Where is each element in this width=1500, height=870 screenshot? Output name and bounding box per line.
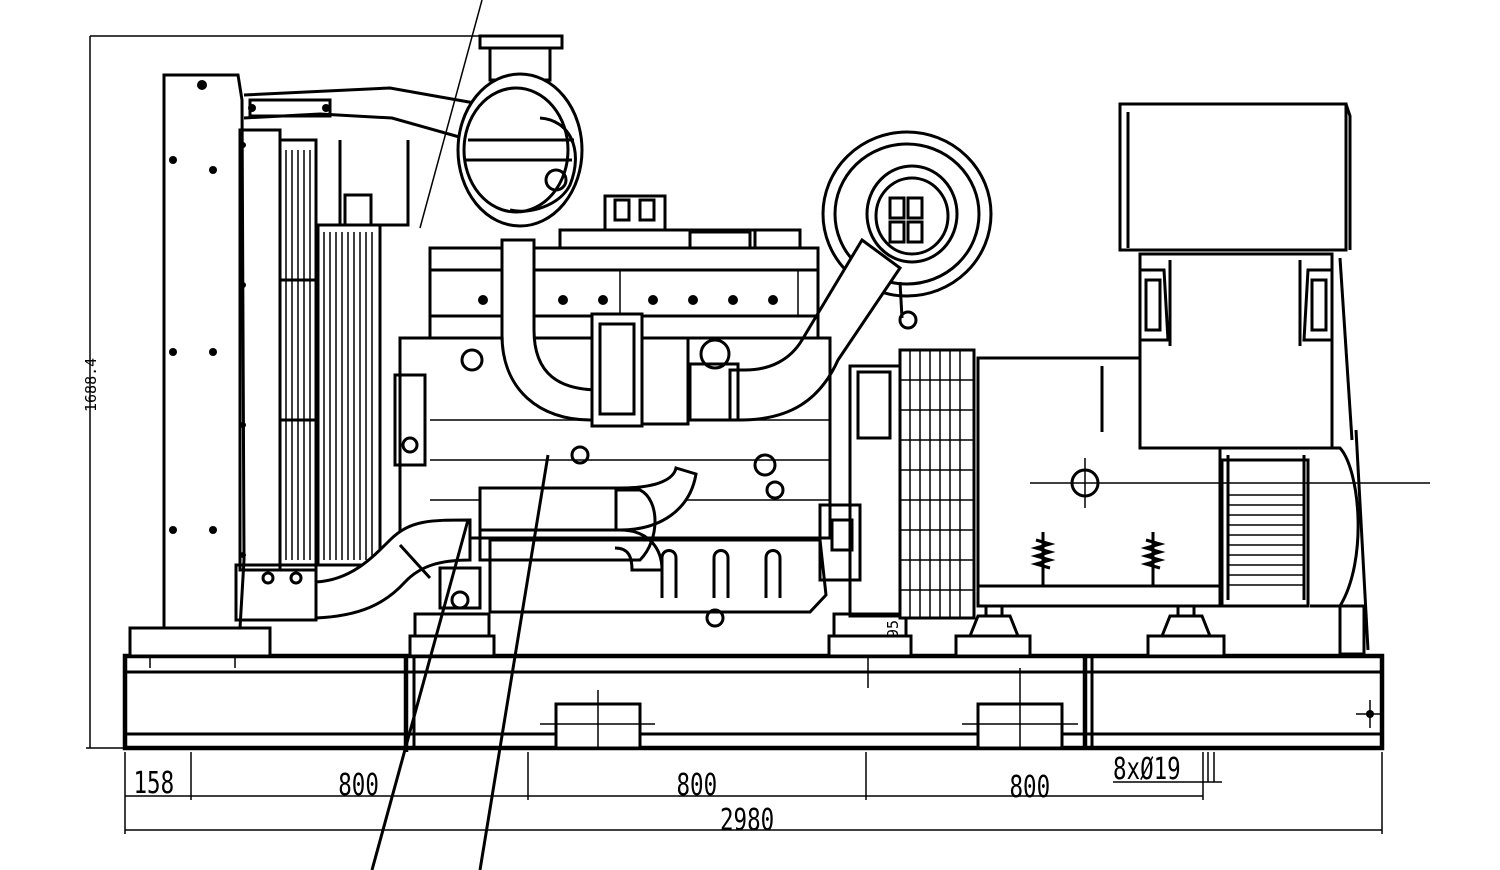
head-bolts [478,295,778,305]
dim-span-3: 800 [1010,770,1051,805]
leader-lines [370,0,550,870]
dimension-labels: 158 800 800 800 2980 8xØ19 [134,752,1181,838]
engine-block [393,194,862,628]
height-dimension: 1688.4 [82,35,510,749]
fan-guard [900,350,974,618]
filter-cap [888,196,924,244]
dim-span-1: 800 [338,768,379,803]
bottom-dimensions [124,752,1383,834]
dim-overall-length: 2980 [720,803,774,838]
height-label: 1688.4 [82,358,100,412]
louvres [1228,494,1304,586]
intercooler-core [323,232,373,560]
lower-hose [314,518,482,620]
dim-span-2: 800 [677,768,718,803]
upper-pipes [243,34,584,228]
mounts [128,598,1226,658]
turbo-and-pipes [478,238,740,572]
small-label: 95 [884,620,902,638]
alternator [848,102,1430,656]
base-frame [122,648,1385,752]
dim-hole-callout: 8xØ19 [1113,752,1181,787]
radiator [162,73,382,630]
radiator-fins [280,150,316,560]
air-filter [728,130,993,422]
dim-offset-left: 158 [134,766,175,801]
